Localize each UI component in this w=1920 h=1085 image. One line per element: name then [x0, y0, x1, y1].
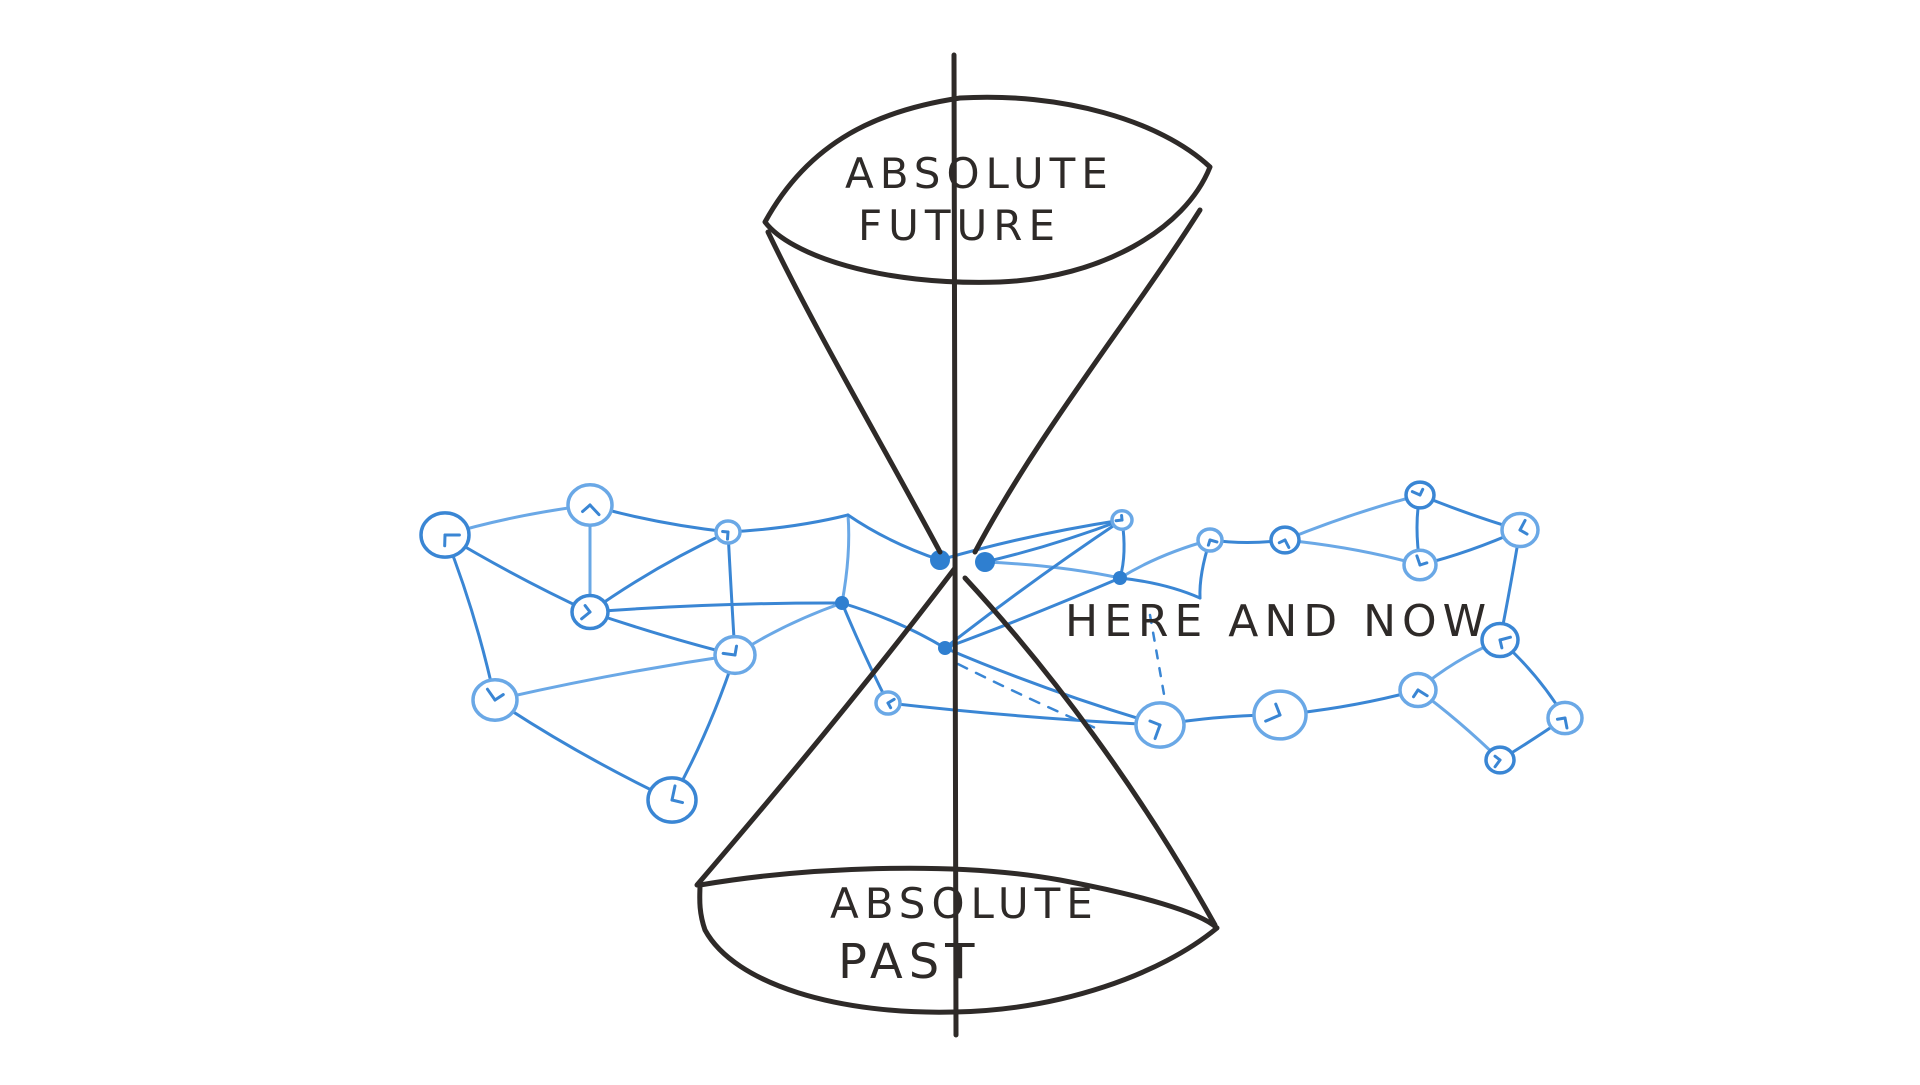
clock-icon — [1546, 700, 1584, 736]
network-edge — [493, 698, 674, 802]
network-junctions — [835, 550, 1127, 655]
future-cone-left-side — [765, 229, 943, 555]
network-junction-dot — [938, 641, 952, 655]
dashed-link-2 — [1148, 613, 1167, 702]
clock-icon — [874, 690, 902, 716]
absolute-future-label-line2: FUTURE — [858, 201, 1061, 250]
clock-icon — [713, 634, 757, 676]
network-edge — [938, 518, 1124, 562]
future-cone-right-side — [972, 207, 1203, 555]
network-junction-dot — [975, 552, 995, 572]
network-edge — [588, 610, 737, 657]
network-junction-dot — [930, 550, 950, 570]
clock-icon — [1500, 511, 1540, 549]
clock-icon — [1134, 701, 1186, 749]
clock-icon — [1484, 745, 1516, 775]
clock-icon — [471, 678, 519, 722]
network-clocks — [419, 480, 1584, 824]
network-edge — [886, 701, 1162, 727]
absolute-past-label-line1: ABSOLUTE — [830, 879, 1099, 928]
past-cone-rim — [697, 865, 1220, 1015]
absolute-past-label-line2: PAST — [838, 934, 981, 990]
network-edge — [1118, 576, 1202, 600]
absolute-future-label-line1: ABSOLUTE — [845, 149, 1114, 198]
network-edges — [443, 493, 1567, 802]
clock-icon — [1196, 527, 1224, 553]
network-edge — [588, 530, 730, 614]
network-edge — [983, 560, 1122, 580]
clock-icon — [1480, 621, 1520, 659]
network-edge — [1283, 538, 1422, 567]
future-cone-rim — [762, 94, 1213, 285]
clock-network — [419, 480, 1584, 824]
network-edge — [493, 653, 737, 702]
network-edge — [588, 601, 844, 614]
network-edge — [840, 513, 851, 605]
network-edge — [1283, 493, 1422, 542]
past-cone-left-side — [694, 565, 958, 888]
network-edge — [1118, 538, 1212, 580]
clock-icon — [570, 593, 610, 631]
network-edge — [943, 518, 1124, 650]
network-edge — [846, 513, 942, 562]
here-and-now-label: HERE AND NOW — [1065, 596, 1492, 647]
network-junction-dot — [835, 596, 849, 610]
light-cones — [694, 52, 1220, 1038]
clock-icon — [1398, 671, 1438, 709]
clock-icon — [714, 519, 742, 545]
past-cone-right-side — [962, 575, 1218, 928]
network-junction-dot — [1113, 571, 1127, 585]
clock-icon — [1110, 509, 1134, 531]
network-edge — [726, 513, 850, 534]
clock-icon — [566, 483, 614, 527]
clock-icon — [1402, 548, 1438, 582]
time-axis — [951, 52, 959, 1038]
clock-icon — [1252, 689, 1308, 741]
clock-icon — [646, 776, 698, 824]
clock-icon — [1269, 525, 1301, 555]
network-edge — [943, 646, 1162, 727]
network-edge — [840, 601, 947, 650]
network-edge — [943, 576, 1122, 650]
network-edge — [983, 518, 1124, 564]
clock-icon — [419, 511, 471, 559]
clock-icon — [1404, 480, 1436, 510]
